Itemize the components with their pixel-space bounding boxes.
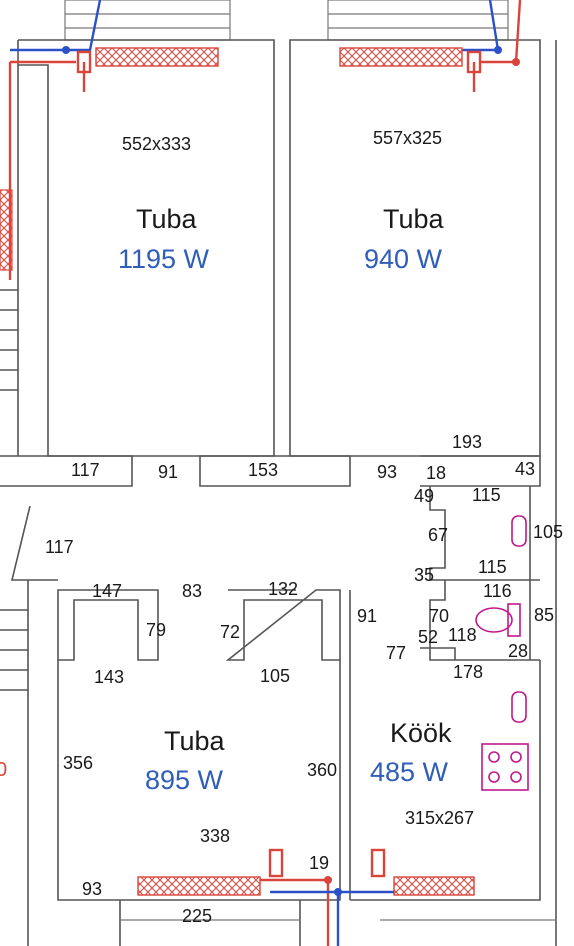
dimension-labels: 117 91 153 93 18 193 43 49 115 117 67 10… — [0, 432, 563, 926]
radiator-bottom-left — [137, 876, 261, 896]
kitchen-size: 315x267 — [405, 808, 474, 828]
dimension-label: 91 — [357, 606, 377, 626]
dimension-label: 356 — [63, 753, 93, 773]
dimension-label: 93 — [82, 879, 102, 899]
heating-top-right — [339, 0, 522, 92]
room-2-power: 940 W — [364, 244, 443, 274]
dimension-label: 338 — [200, 826, 230, 846]
dimension-label: 85 — [534, 605, 554, 625]
dimension-label: 143 — [94, 667, 124, 687]
dimension-label: 72 — [220, 622, 240, 642]
dimension-label: 132 — [268, 579, 298, 599]
upper-walls — [0, 39, 557, 946]
dimension-label: 19 — [309, 853, 329, 873]
fixtures — [475, 515, 529, 791]
lower-walls — [57, 589, 556, 946]
toilet-icon — [475, 607, 513, 633]
room-3-power: 895 W — [145, 765, 224, 795]
heating-top-left — [0, 0, 219, 280]
dimension-label: 147 — [92, 581, 122, 601]
radiator-top-right — [339, 47, 463, 67]
dimension-label: 153 — [248, 460, 278, 480]
dimension-label: 91 — [158, 462, 178, 482]
room-3-name: Tuba — [164, 726, 226, 756]
kitchen-name: Köök — [390, 718, 452, 748]
dimension-label: 117 — [45, 537, 74, 557]
dimension-label: 49 — [414, 486, 434, 506]
dimension-label: 116 — [483, 581, 512, 601]
room-1-name: Tuba — [136, 204, 198, 234]
room-1-power: 1195 W — [118, 244, 210, 274]
dimension-label: 79 — [146, 620, 166, 640]
dimension-label: 193 — [452, 432, 482, 452]
room-1-size: 552x333 — [122, 134, 191, 154]
dimension-label: 83 — [182, 581, 202, 601]
dimension-label: 178 — [453, 662, 483, 682]
dimension-label: 35 — [414, 565, 434, 585]
heating-bottom — [137, 848, 475, 946]
dimension-label: 93 — [377, 462, 397, 482]
dimension-label: 117 — [71, 460, 100, 480]
dimension-label: 225 — [182, 906, 212, 926]
dimension-label: 52 — [418, 627, 438, 647]
dimension-label: 105 — [260, 666, 290, 686]
dimension-label: 28 — [508, 641, 528, 661]
dimension-label: 115 — [472, 485, 501, 505]
dimension-label: 67 — [428, 525, 448, 545]
kitchen-sink-icon — [511, 691, 527, 723]
dimension-label: 70 — [429, 606, 449, 626]
dimension-label: 43 — [515, 459, 535, 479]
dimension-label: 18 — [426, 463, 446, 483]
dimension-label: 118 — [448, 625, 477, 645]
room-labels: 552x333 Tuba 1195 W 557x325 Tuba 940 W T… — [118, 128, 474, 828]
dimension-label: 105 — [533, 522, 563, 542]
bath-walls — [420, 486, 540, 661]
dimension-label: 0 — [0, 759, 7, 781]
dimension-label: 360 — [307, 760, 337, 780]
sink-icon — [511, 515, 527, 547]
dimension-label: 115 — [478, 557, 507, 577]
room-2-size: 557x325 — [373, 128, 442, 148]
radiator-left-wall — [0, 189, 13, 271]
corridor-walls — [0, 289, 58, 946]
radiator-bottom-right — [393, 876, 475, 896]
radiator-top-left — [95, 47, 219, 67]
stove-icon — [481, 743, 529, 791]
kitchen-power: 485 W — [370, 757, 449, 787]
dimension-label: 77 — [386, 643, 406, 663]
room-2-name: Tuba — [383, 204, 445, 234]
top-windows — [64, 0, 509, 41]
